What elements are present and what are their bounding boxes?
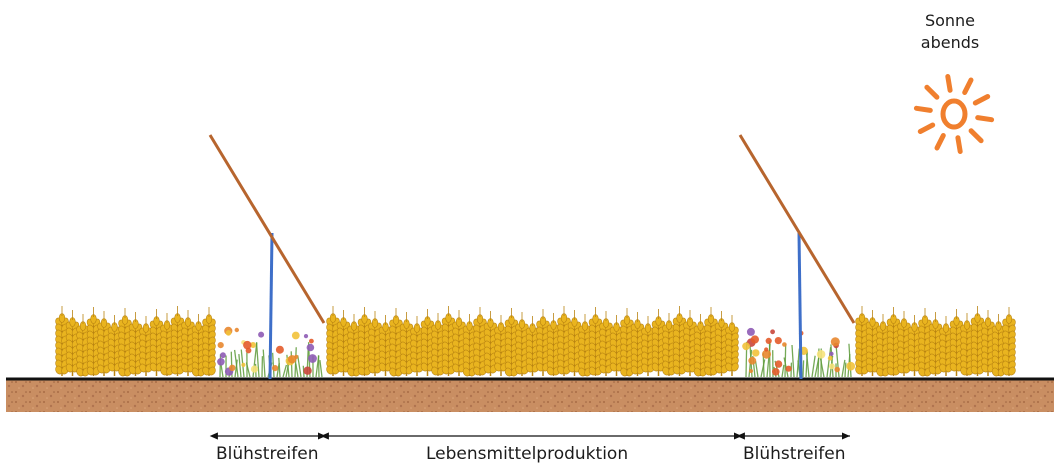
wheat-icon — [588, 307, 603, 376]
flower-icon — [250, 365, 259, 373]
flower-icon — [748, 356, 757, 365]
flower-icon — [225, 330, 232, 336]
flower-icon — [752, 349, 760, 357]
solar-panel-right — [738, 134, 856, 380]
wheat-icon — [928, 312, 943, 376]
flower-icon — [834, 366, 840, 373]
sun-icon — [913, 74, 995, 154]
flower-icon — [782, 342, 787, 347]
sun-label-line1: Sonne — [924, 11, 976, 30]
flower-icon — [829, 351, 834, 356]
flower-icon — [243, 340, 252, 350]
flower-icon — [830, 337, 840, 347]
flower-icon — [785, 365, 792, 372]
flower-icon — [303, 334, 309, 339]
flower-icon — [229, 364, 236, 371]
wheat-icon — [202, 307, 216, 376]
flower-icon — [762, 349, 771, 359]
flower-strip-left — [217, 326, 323, 378]
flower-icon — [291, 331, 300, 340]
sun-label: Sonne abends — [905, 10, 995, 54]
flower-icon — [308, 354, 317, 363]
flower-icon — [829, 363, 835, 370]
flower-icon — [217, 342, 224, 349]
flower-icon — [287, 355, 297, 364]
flower-icon — [750, 335, 760, 344]
flower-icon — [306, 343, 315, 352]
flower-icon — [241, 362, 246, 367]
flower-icon — [774, 337, 782, 345]
wheat-icon — [420, 309, 435, 376]
flower-icon — [827, 355, 833, 361]
label-food-production: Lebensmittelproduktion — [426, 444, 629, 464]
solar-panel-left — [208, 134, 326, 380]
panel-surface — [738, 134, 856, 324]
wheat-icon — [1002, 307, 1016, 376]
flower-icon — [303, 366, 312, 375]
wheat-icon — [725, 315, 739, 376]
wheat-icon — [504, 308, 519, 377]
flower-strip-right — [742, 327, 856, 378]
flower-icon — [234, 327, 239, 333]
flower-icon — [217, 358, 225, 366]
flower-icon — [309, 338, 314, 344]
flower-icon — [764, 347, 769, 352]
panel-post — [268, 232, 274, 380]
soil — [6, 379, 1054, 412]
flower-icon — [846, 361, 856, 371]
wheat-icon — [410, 316, 424, 376]
panel-post — [797, 232, 803, 380]
flower-icon — [250, 342, 256, 348]
flower-icon — [746, 327, 755, 336]
wheat-icon — [683, 310, 697, 376]
label-left-strip: Blühstreifen — [216, 444, 319, 464]
wheat-icon — [693, 314, 708, 377]
wheat-icon — [641, 316, 655, 376]
flower-icon — [749, 369, 753, 373]
wheat-field-left — [55, 306, 216, 377]
wheat-icon — [714, 311, 729, 376]
sun-label-line2: abends — [920, 33, 980, 52]
flower-icon — [272, 365, 279, 372]
flower-icon — [765, 337, 772, 344]
wheat-icon — [672, 306, 687, 376]
wheat-field-right — [855, 306, 1016, 377]
flower-icon — [770, 329, 775, 335]
flower-icon — [772, 368, 780, 376]
flower-icon — [774, 360, 783, 368]
flower-icon — [742, 342, 750, 351]
flower-icon — [258, 331, 265, 338]
flower-icon — [816, 350, 826, 359]
flower-icon — [220, 352, 226, 359]
wheat-field-middle — [326, 306, 739, 377]
wheat-icon — [651, 309, 666, 376]
label-right-strip: Blühstreifen — [743, 444, 846, 464]
panel-surface — [208, 134, 326, 324]
flower-icon — [275, 345, 284, 354]
